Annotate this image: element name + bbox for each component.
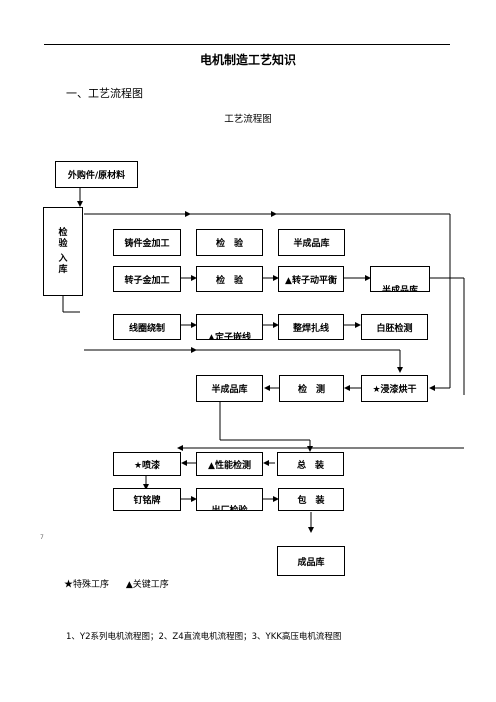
legend-special-process: ★特殊工序: [64, 580, 110, 590]
rotor-machining-box: 转子金加工: [113, 266, 181, 292]
weld-binding-box: 整焊扎线: [278, 314, 344, 340]
inspect-store-char-2: 验: [58, 238, 68, 249]
purchased-materials-label: 外购件/原材料: [67, 171, 126, 181]
inspection-label-2: 检 验: [215, 275, 243, 286]
semi-product-store-box-1: 半成品库: [278, 229, 345, 256]
stator-embedding-label: ▲定子嵌线: [208, 333, 251, 340]
performance-test-box: ▲性能检测: [196, 452, 263, 476]
semi-product-store-box-cut: 半成品库: [370, 266, 430, 292]
semi-product-store-label-2: 半成品库: [211, 385, 248, 395]
coil-winding-box: 线圈绕制: [113, 314, 181, 340]
inspect-store-char-1: 检: [58, 227, 68, 238]
embryo-test-box: 白胚检测: [361, 314, 428, 340]
section-heading: 一、工艺流程图: [66, 87, 143, 100]
semi-product-store-label-cut: 半成品库: [381, 286, 418, 292]
final-assembly-label: 总 装: [296, 460, 324, 471]
factory-inspection-box: 出厂检验: [196, 488, 263, 511]
semi-product-store-box-2: 半成品库: [196, 375, 263, 402]
rotor-balance-label: ▲转子动平衡: [285, 275, 337, 286]
factory-inspection-label: 出厂检验: [211, 506, 248, 511]
dip-dry-box: ★浸漆烘干: [361, 375, 428, 402]
rotor-machining-label: 转子金加工: [124, 275, 170, 286]
stator-embedding-box: ▲定子嵌线: [196, 314, 263, 340]
legend: ★特殊工序 ▲关键工序: [64, 577, 183, 590]
stray-mark: 7: [40, 534, 44, 541]
finished-product-store-box: 成品库: [277, 546, 345, 576]
inspect-store-char-4: 库: [58, 264, 68, 275]
packing-box: 包 装: [278, 488, 344, 511]
final-assembly-box: 总 装: [277, 452, 344, 476]
finished-product-store-label: 成品库: [297, 557, 325, 568]
packing-label: 包 装: [297, 496, 325, 506]
performance-test-label: ▲性能检测: [208, 460, 251, 471]
semi-product-store-label-1: 半成品库: [293, 239, 330, 249]
spray-paint-label: ★喷漆: [133, 460, 161, 471]
weld-binding-label: 整焊扎线: [292, 323, 329, 334]
rotor-balance-box: ▲转子动平衡: [278, 266, 344, 292]
header-rule: [44, 44, 450, 45]
coil-winding-label: 线圈绕制: [128, 323, 165, 334]
nameplate-box: 钉铭牌: [113, 488, 181, 511]
embryo-test-label: 白胚检测: [376, 323, 413, 334]
nameplate-label: 钉铭牌: [133, 496, 161, 506]
inspection-label-1: 检 验: [215, 239, 243, 249]
footnote: 1、Y2系列电机流程图；2、Z4直流电机流程图；3、YKK高压电机流程图: [66, 632, 342, 642]
test-box: 检 测: [279, 375, 344, 402]
castings-machining-label: 铸件金加工: [124, 239, 170, 249]
diagram-title: 工艺流程图: [224, 114, 272, 125]
document-title: 电机制造工艺知识: [199, 53, 296, 67]
inspection-box-1: 检 验: [196, 229, 263, 256]
dip-dry-label: ★浸漆烘干: [372, 385, 417, 395]
purchased-materials-box: 外购件/原材料: [55, 161, 138, 188]
legend-key-process: ▲关键工序: [125, 580, 169, 590]
spray-paint-box: ★喷漆: [113, 452, 181, 476]
inspect-store-box: 检 验 入 库: [43, 207, 83, 296]
test-label: 检 测: [297, 385, 325, 395]
castings-machining-box: 铸件金加工: [113, 229, 181, 256]
inspect-store-char-3: 入: [58, 253, 68, 264]
inspection-box-2: 检 验: [196, 266, 263, 292]
